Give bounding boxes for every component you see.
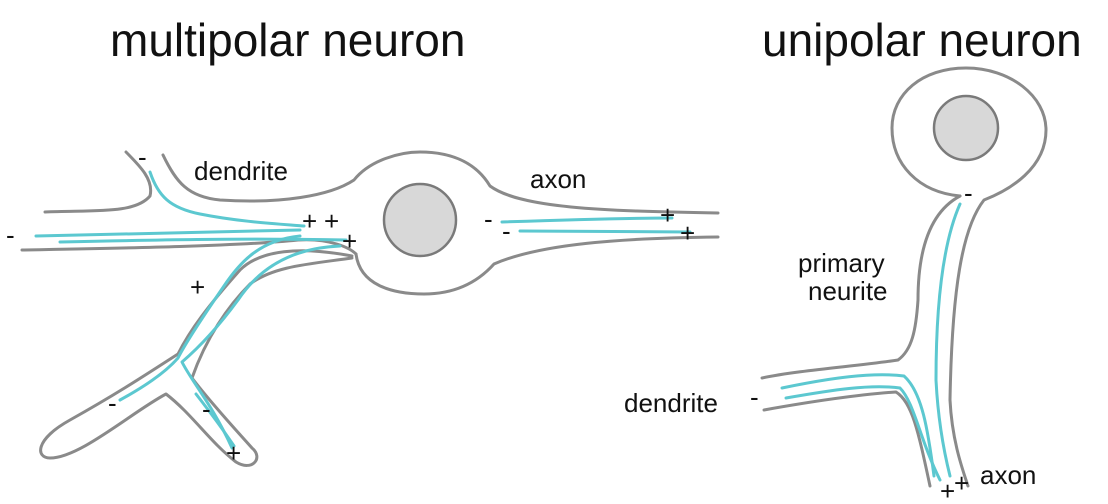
- microtubule-dendrite-2: [784, 385, 942, 482]
- multipolar-nucleus: [382, 182, 458, 258]
- title-multipolar-neuron: multipolar neuron: [110, 14, 465, 66]
- unipolar-soma-left-outline: [890, 66, 1048, 488]
- microtubule-main-2: [58, 237, 348, 244]
- unipolar-nucleus: [932, 94, 1000, 162]
- multipolar-shaft-outline: [20, 238, 358, 256]
- sign-plus: +: [226, 438, 241, 468]
- title-unipolar-neuron: unipolar neuron: [762, 14, 1082, 66]
- microtubule-lower-3: [194, 392, 236, 448]
- sign-minus: -: [750, 382, 759, 412]
- label-dendrite-unipolar: dendrite: [624, 388, 718, 418]
- label-axon-unipolar: axon: [980, 460, 1036, 490]
- sign-minus: -: [502, 216, 511, 246]
- multipolar-dendrite-upper-outline: [43, 150, 153, 214]
- multipolar-lower-dendrite-outline: [39, 249, 354, 467]
- sign-minus: -: [484, 204, 493, 234]
- label-axon-multipolar: axon: [530, 164, 586, 194]
- sign-plus: +: [940, 476, 955, 504]
- sign-plus: +: [660, 200, 675, 230]
- unipolar-microtubules: [780, 202, 962, 482]
- sign-plus: +: [680, 218, 695, 248]
- sign-plus: +: [302, 206, 317, 236]
- multipolar-soma-lower-outline: [354, 235, 720, 296]
- sign-minus: -: [202, 394, 211, 424]
- microtubule-lower-1: [118, 234, 302, 402]
- label-dendrite-multipolar: dendrite: [194, 156, 288, 186]
- sign-minus: -: [6, 220, 15, 250]
- microtubule-lower-2: [180, 244, 342, 450]
- sign-minus: -: [138, 142, 147, 172]
- label-primary-neurite-line1: primary: [798, 248, 885, 278]
- microtubule-main-1: [34, 228, 302, 238]
- unipolar-neuron: [760, 66, 1048, 488]
- microtubule-axon-2: [518, 229, 692, 234]
- sign-plus: +: [190, 272, 205, 302]
- sign-minus: -: [964, 178, 973, 208]
- unipolar-dendrite-lower-outline: [762, 390, 932, 488]
- sign-plus: +: [954, 468, 969, 498]
- microtubule-primary-neurite: [934, 202, 962, 478]
- sign-plus: +: [324, 206, 339, 236]
- multipolar-microtubules: [34, 170, 692, 450]
- microtubule-axon-1: [500, 216, 674, 224]
- multipolar-neuron: [20, 150, 720, 467]
- microtubule-upper-branch: [148, 170, 306, 228]
- sign-minus: -: [108, 388, 117, 418]
- label-primary-neurite-line2: neurite: [808, 276, 888, 306]
- sign-plus: +: [342, 226, 357, 256]
- multipolar-dendrite-branch-outline: [161, 150, 720, 215]
- microtubule-dendrite-1: [780, 373, 936, 478]
- unipolar-neurite-left-outline: [760, 194, 962, 380]
